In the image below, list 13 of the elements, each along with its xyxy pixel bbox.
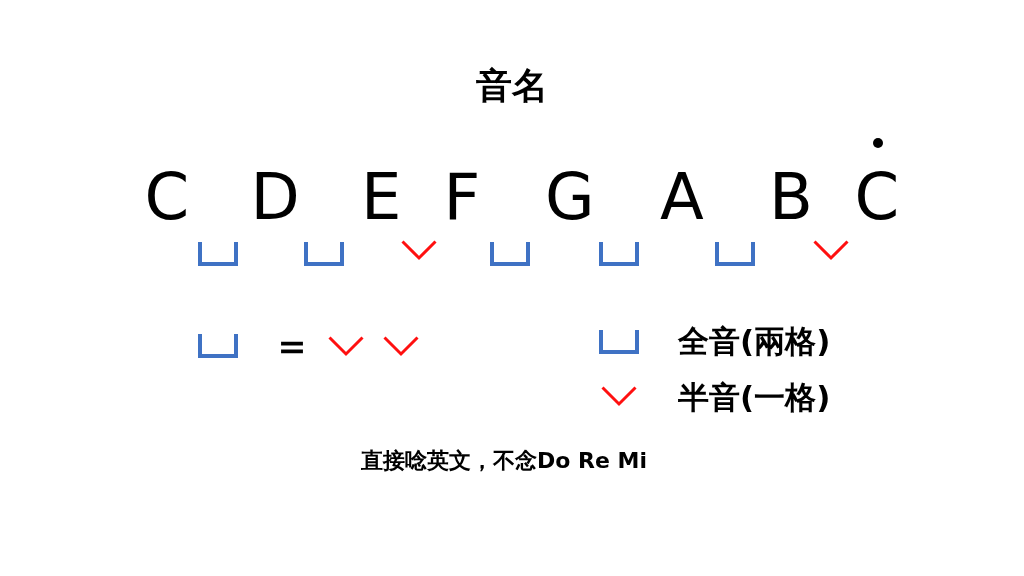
legend-label: 全音(兩格) xyxy=(678,325,831,357)
note-letter: D xyxy=(250,165,300,229)
legend-label: 半音(一格) xyxy=(678,381,831,413)
title: 音名 xyxy=(476,68,548,104)
note-letter: G xyxy=(545,165,595,229)
note-letter: C xyxy=(854,165,900,229)
note-letter: A xyxy=(660,165,704,229)
note-letter: E xyxy=(361,165,402,229)
note-letter: C xyxy=(144,165,190,229)
equals-sign: ＝ xyxy=(272,325,312,365)
note-letter: F xyxy=(443,165,481,229)
caption: 直接唸英文，不念Do Re Mi xyxy=(361,450,647,472)
note-letter: B xyxy=(769,165,813,229)
